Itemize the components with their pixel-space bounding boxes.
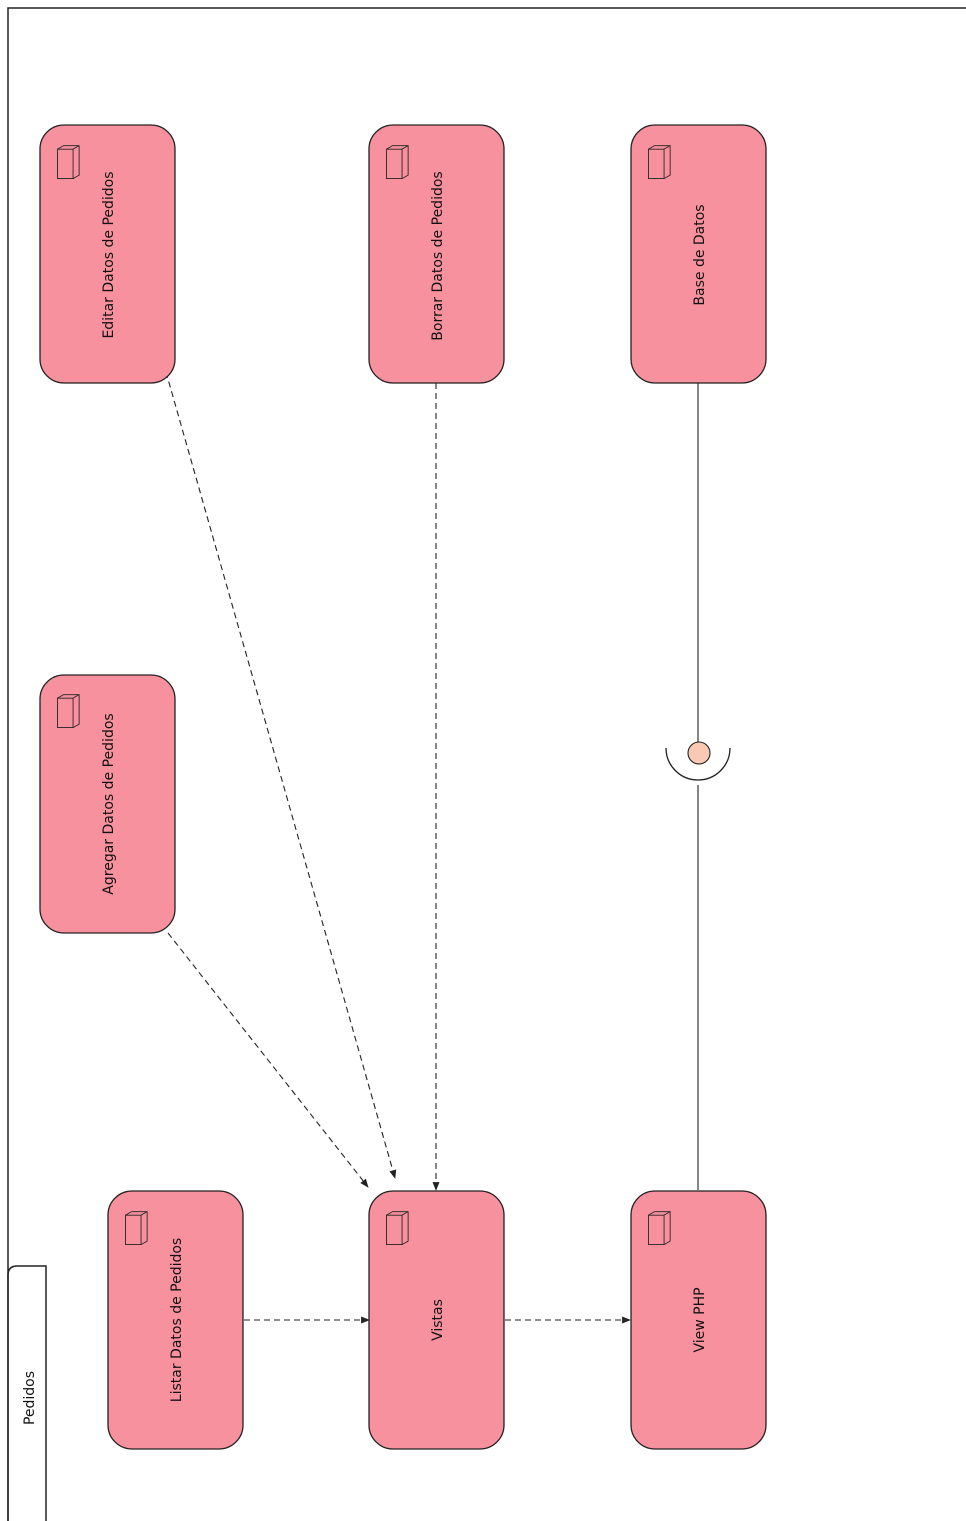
component-icon bbox=[56, 145, 80, 180]
component-label: Listar Datos de Pedidos bbox=[169, 1238, 185, 1402]
component-label: Borrar Datos de Pedidos bbox=[430, 171, 446, 340]
component-label: Vistas bbox=[430, 1299, 446, 1341]
component-label: Editar Datos de Pedidos bbox=[101, 171, 117, 338]
connectors bbox=[165, 371, 699, 1324]
component-agregar[interactable]: Agregar Datos de Pedidos bbox=[39, 674, 176, 934]
component-vistas[interactable]: Vistas bbox=[368, 1190, 505, 1450]
component-icon bbox=[647, 145, 671, 180]
component-label: Agregar Datos de Pedidos bbox=[101, 713, 117, 894]
component-view-php[interactable]: View PHP bbox=[630, 1190, 767, 1450]
component-listar[interactable]: Listar Datos de Pedidos bbox=[107, 1190, 244, 1450]
component-icon bbox=[647, 1211, 671, 1246]
component-icon bbox=[124, 1211, 148, 1246]
component-label: Base de Datos bbox=[692, 204, 708, 305]
package-label: Pedidos bbox=[22, 1371, 38, 1425]
component-editar[interactable]: Editar Datos de Pedidos bbox=[39, 124, 176, 384]
interface-ball-socket bbox=[665, 741, 731, 781]
package-pedidos: Pedidos bbox=[7, 7, 966, 1521]
ball-icon bbox=[687, 741, 711, 765]
socket-icon bbox=[665, 747, 731, 781]
component-icon bbox=[385, 1211, 409, 1246]
dependency-agregar-to-vistas bbox=[167, 932, 369, 1188]
component-icon bbox=[385, 145, 409, 180]
component-icon bbox=[56, 694, 80, 729]
component-borrar[interactable]: Borrar Datos de Pedidos bbox=[368, 124, 505, 384]
component-label: View PHP bbox=[692, 1287, 708, 1352]
dependency-editar-to-vistas bbox=[165, 371, 397, 1179]
component-base-de-datos[interactable]: Base de Datos bbox=[630, 124, 767, 384]
